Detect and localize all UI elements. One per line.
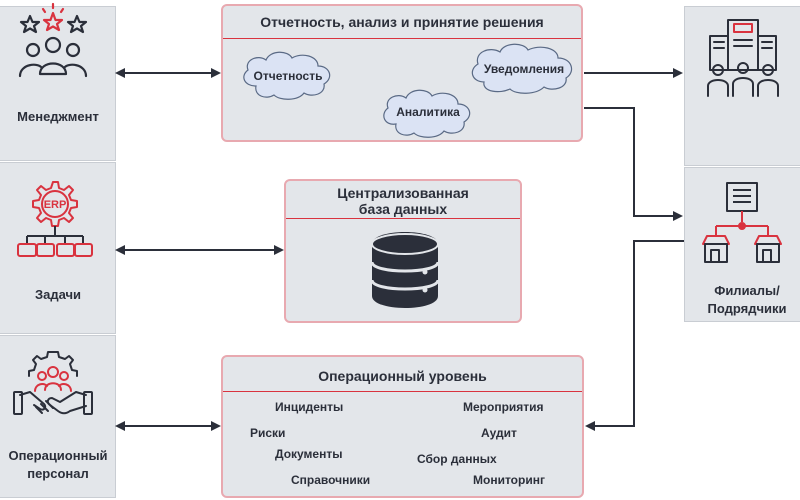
reporting-divider	[223, 38, 581, 39]
cloud-label-reporting: Отчетность	[253, 69, 323, 83]
ops-item-documents: Документы	[275, 447, 343, 461]
cloud-label-analytics: Аналитика	[396, 105, 460, 119]
management-label: Менеджмент	[17, 109, 99, 124]
branches-label: Филиалы/ Подрядчики	[707, 283, 787, 316]
database-title-line1: Централизованная	[337, 185, 469, 201]
arrow-branches-operations	[585, 240, 684, 431]
ops-item-incidents: Инциденты	[275, 400, 344, 414]
database-title-line2: база данных	[358, 201, 448, 217]
database-icon	[370, 232, 440, 308]
cloud-reporting	[243, 51, 331, 100]
cloud-analytics	[383, 89, 471, 138]
ops-item-risks: Риски	[250, 426, 286, 440]
gear-handshake-icon	[13, 351, 93, 415]
left-panel-personnel	[0, 335, 116, 498]
ops-item-activities: Мероприятия	[463, 400, 544, 414]
ops-item-audit: Аудит	[481, 426, 517, 440]
erp-gear-icon: ERP	[17, 181, 93, 257]
ops-item-monitoring: Мониторинг	[473, 473, 545, 487]
stars-team-icon	[18, 2, 88, 78]
personnel-label: Операционный персонал	[8, 448, 108, 481]
database-divider	[286, 218, 520, 219]
cloud-label-notifications: Уведомления	[483, 62, 565, 76]
branch-network-icon	[702, 182, 782, 263]
arrow-reporting-branches	[584, 107, 683, 221]
ops-item-directories: Справочники	[291, 473, 371, 487]
operations-divider	[223, 391, 582, 392]
tasks-label: Задачи	[34, 287, 82, 302]
left-panel-management	[0, 6, 116, 161]
ops-item-data-collection: Сбор данных	[417, 452, 497, 466]
operations-box: Операционный уровень	[221, 355, 584, 498]
operations-title: Операционный уровень	[318, 368, 487, 384]
reporting-title: Отчетность, анализ и принятие решения	[260, 14, 544, 30]
cloud-notifications	[471, 43, 573, 94]
office-building-icon	[707, 19, 779, 97]
svg-text:ERP: ERP	[44, 199, 67, 211]
